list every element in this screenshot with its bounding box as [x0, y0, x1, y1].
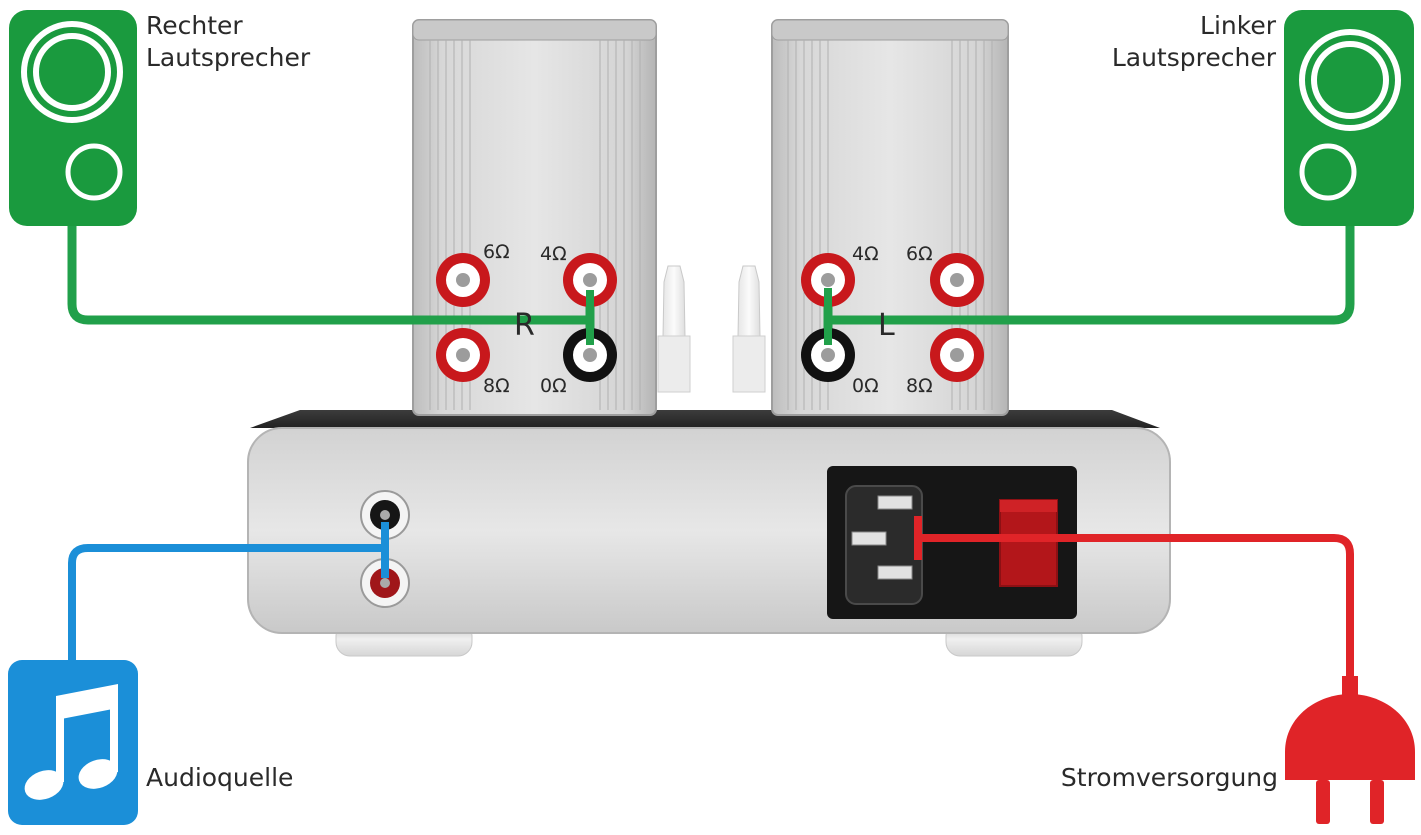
terminal-label-left-0ohm: 0Ω	[852, 375, 879, 397]
rca-input-jacks	[360, 490, 410, 608]
speaker-terminals-left	[801, 253, 984, 382]
terminal-label-left-4ohm: 4Ω	[852, 243, 879, 265]
right-speaker-label-line2: Lautsprecher	[146, 43, 311, 72]
vacuum-tubes	[657, 265, 766, 393]
terminal-label-right-0ohm: 0Ω	[540, 375, 567, 397]
power-inlet-panel	[827, 466, 1077, 619]
terminal-left-6ohm	[930, 253, 984, 307]
left-speaker-label-line1: Linker	[1200, 11, 1276, 40]
music-note-icon	[8, 660, 138, 825]
amplifier-top-deck	[250, 410, 1160, 428]
terminal-label-right-4ohm: 4Ω	[540, 243, 567, 265]
terminal-right-6ohm	[436, 253, 490, 307]
right-speaker-label-line1: Rechter	[146, 11, 243, 40]
terminal-left-4ohm	[801, 253, 855, 307]
terminal-label-right-6ohm: 6Ω	[483, 241, 510, 263]
terminal-right-8ohm	[436, 328, 490, 382]
power-cable	[914, 516, 1354, 680]
terminal-label-left-6ohm: 6Ω	[906, 243, 933, 265]
left-speaker-label: Linker Lautsprecher	[1112, 10, 1276, 74]
audio-source-label: Audioquelle	[146, 763, 294, 792]
channel-label-right: R	[514, 308, 535, 343]
right-speaker-label: Rechter Lautsprecher	[146, 10, 310, 74]
speaker-terminals-right	[436, 253, 617, 382]
terminal-left-8ohm	[930, 328, 984, 382]
terminal-label-left-8ohm: 8Ω	[906, 375, 933, 397]
power-plug-icon	[1285, 676, 1415, 824]
left-speaker-label-line2: Lautsprecher	[1111, 43, 1276, 72]
speaker-icon	[9, 10, 137, 226]
speaker-cable-right	[67, 220, 595, 325]
channel-label-left: L	[878, 308, 895, 343]
audio-cable	[68, 522, 389, 662]
power-supply-label: Stromversorgung	[1060, 763, 1278, 792]
terminal-label-right-8ohm: 8Ω	[483, 375, 510, 397]
terminal-right-4ohm	[563, 253, 617, 307]
power-switch	[999, 499, 1058, 587]
terminal-left-0ohm	[801, 328, 855, 382]
speaker-cable-left	[823, 220, 1355, 325]
speaker-icon	[1284, 10, 1414, 226]
terminal-right-0ohm	[563, 328, 617, 382]
